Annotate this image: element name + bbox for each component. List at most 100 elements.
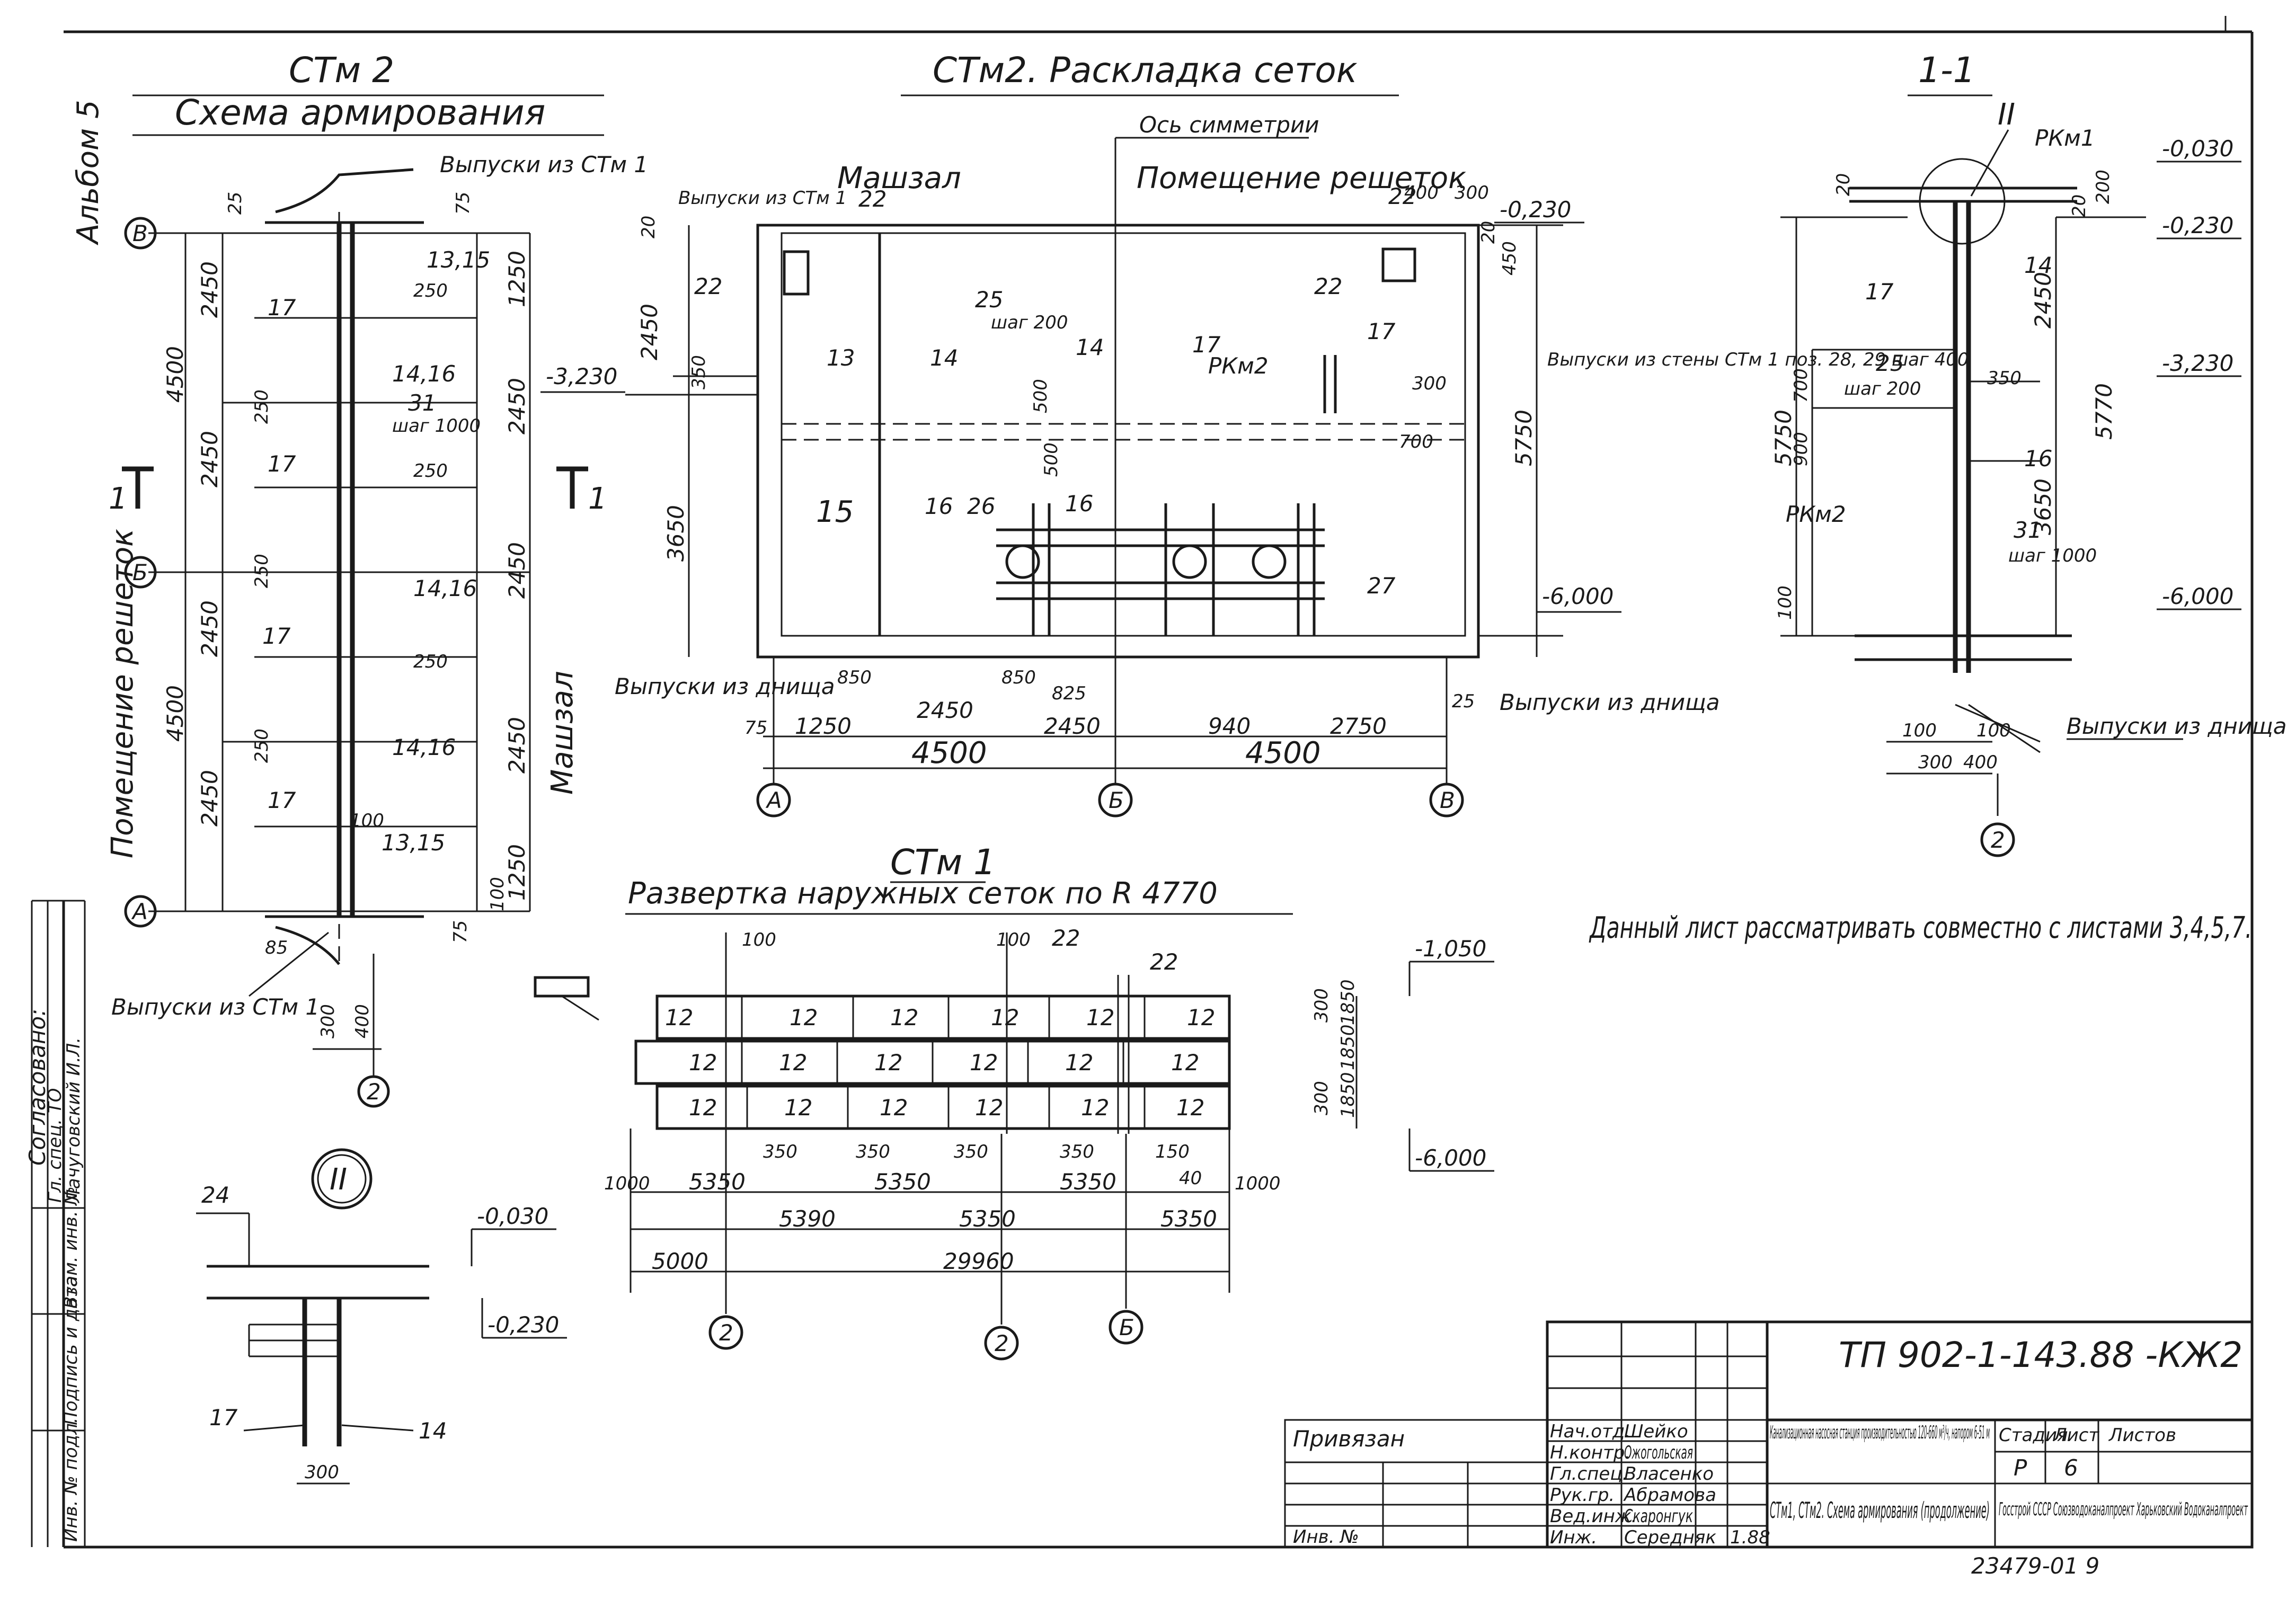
unfold-total-0: 5000 — [652, 1248, 708, 1274]
tb-date: 1.88 — [1730, 1527, 1770, 1548]
scheme-dim-right-3: 2450 — [504, 717, 530, 774]
layout-level-1: -3,230 — [546, 363, 617, 389]
layout-mark-6: 14 — [1076, 334, 1104, 360]
layout-bdim-9: 25 — [1452, 691, 1475, 712]
unfold-sdim-4: 150 — [1155, 1141, 1190, 1162]
unfold-mark-2: 22 — [1052, 925, 1080, 951]
scheme-dim-right-0: 1250 — [504, 251, 530, 307]
scheme-sdim-8: 100 — [350, 810, 384, 831]
layout-mark-4: 13 — [827, 345, 855, 371]
scheme-dim-left-1: 4500 — [162, 685, 188, 742]
layout-vypuski-dnishcha-r: Выпуски из днища — [1500, 689, 1719, 715]
layout-mark-5: 14 — [930, 345, 958, 371]
section-dim-7: 900 — [1790, 432, 1812, 466]
sheet-note: Данный лист рассматривать совместно с ли… — [1589, 911, 2252, 945]
tb-list: 6 — [2064, 1455, 2078, 1481]
unfold-panel-r3-0: 12 — [689, 1095, 717, 1121]
scheme-mark-8: 14,16 — [392, 734, 456, 760]
section-level-1: -0,230 — [2162, 212, 2233, 238]
node-level-0: -0,030 — [477, 1203, 548, 1229]
layout-vdim-12: 300 — [1455, 182, 1489, 203]
tb-org: Госстрой СССР Союзводоканалпроект Харько… — [1999, 1499, 2248, 1520]
unfold-panel-r2-3: 12 — [970, 1050, 998, 1076]
layout-mark-9: 17 — [1367, 318, 1396, 344]
section-dim-11: 100 — [1902, 720, 1937, 741]
tb-privyazan: Привязан — [1293, 1426, 1405, 1452]
layout-mashzal: Машзал — [837, 161, 961, 196]
scheme-dim-left-5: 2450 — [197, 770, 223, 827]
title-block: Привязан Инв. № ТП 902-1-143.88 -КЖ2 Нач… — [1284, 1320, 2254, 1579]
unfold-rdim-4: 300 — [1311, 1081, 1332, 1115]
unfold-panel-r1-4: 12 — [1086, 1005, 1114, 1030]
section-dim-10: 100 — [1775, 585, 1796, 620]
stamp-gl-spec-name: Лачуговский И.Л. — [63, 1037, 84, 1204]
layout-vdim-11: 400 — [1404, 182, 1439, 203]
section-dim-2: 200 — [2093, 170, 2114, 204]
tb-archive: 23479-01 9 — [1971, 1553, 2099, 1579]
layout-bdim-0: 75 — [744, 717, 767, 739]
scheme-mark-6: 14,16 — [413, 575, 477, 601]
unfold-mark-1: 100 — [996, 929, 1031, 950]
layout-level-2: -6,000 — [1542, 583, 1614, 609]
view-node: II 24 -0,030 -0,230 17 14 300 — [196, 1148, 567, 1485]
layout-vdim-4: 5750 — [1511, 410, 1537, 466]
unfold-panel-r2-2: 12 — [874, 1050, 902, 1076]
unfold-title: СТм 1 — [890, 842, 996, 883]
tb-name-3: Абрамова — [1623, 1485, 1716, 1506]
unfold-panel-r1-1: 12 — [790, 1005, 818, 1030]
node-mark-0: 24 — [201, 1182, 229, 1208]
node-mark-1: 17 — [209, 1405, 238, 1431]
tb-name-4: Скаронгук — [1624, 1506, 1693, 1527]
section-node-mark: II — [1998, 97, 2015, 132]
unfold-bdim-b-1: 5350 — [959, 1206, 1016, 1232]
unfold-axis-1: 2 — [995, 1330, 1009, 1356]
scheme-sdim-7: 250 — [251, 729, 272, 763]
tb-role-3: Рук.гр. — [1550, 1485, 1615, 1506]
tb-sheet-title: СТм1, СТм2. Схема армирования (продолжен… — [1770, 1497, 1990, 1523]
layout-mark-0: 22 — [858, 186, 887, 212]
layout-axis-b: Б — [1109, 787, 1124, 813]
layout-mark-14: 27 — [1367, 573, 1396, 599]
scheme-mark-0: 13,15 — [427, 247, 490, 273]
scheme-mashzal: Машзал — [545, 671, 580, 795]
scheme-dim-left-2: 2450 — [197, 261, 223, 318]
scheme-axis-b: Б — [132, 559, 148, 585]
layout-mark-10: 15 — [816, 495, 854, 529]
layout-vdim-6: 500 — [1041, 442, 1062, 477]
unfold-panel-r2-1: 12 — [779, 1050, 807, 1076]
scheme-title: СТм 2 — [289, 50, 394, 91]
layout-mark-3: 22 — [1314, 273, 1342, 299]
section-axis-2: 2 — [1991, 827, 2005, 853]
unfold-panel-r1-3: 12 — [991, 1005, 1019, 1030]
section-dim-0: 20 — [1833, 173, 1854, 196]
scheme-sdim-4: 250 — [413, 460, 448, 482]
scheme-sdim-2: 250 — [413, 280, 448, 301]
layout-bdim-11: 4500 — [1245, 736, 1321, 770]
layout-mark-13: 16 — [1065, 491, 1093, 517]
unfold-panel-r1-5: 12 — [1187, 1005, 1215, 1030]
section-mark-7: 31 — [2014, 517, 2042, 543]
tb-listov-h: Листов — [2108, 1425, 2176, 1446]
section-dim-1: 20 — [2069, 194, 2090, 217]
layout-vypuski-stm1: Выпуски из СТм 1 — [678, 188, 847, 209]
unfold-total-1: 29960 — [943, 1248, 1014, 1274]
scheme-mark-1: 17 — [268, 295, 296, 321]
layout-mark-12: 26 — [967, 493, 995, 519]
scheme-sdim-0: 25 — [225, 192, 246, 215]
layout-level-0: -0,230 — [1500, 197, 1571, 223]
layout-vdim-5: 500 — [1030, 379, 1051, 413]
unfold-panel-r1-2: 12 — [890, 1005, 918, 1030]
unfold-axis-0: 2 — [719, 1320, 733, 1346]
layout-vypuski-steny: Выпуски из стены СТм 1 поз. 28, 29 шаг 4… — [1547, 349, 1969, 370]
section-dim-3: 2450 — [2030, 272, 2056, 328]
tb-role-4: Вед.инж. — [1550, 1506, 1637, 1527]
unfold-bdim-a-3: 5350 — [1060, 1169, 1116, 1195]
scheme-dim-left-0: 4500 — [162, 346, 188, 403]
unfold-panel-r2-5: 12 — [1171, 1050, 1199, 1076]
layout-bdim-10: 4500 — [911, 736, 987, 770]
node-title: II — [330, 1162, 347, 1197]
tb-project: Канализационная насосная станция произво… — [1770, 1422, 1990, 1443]
scheme-vypuski-bottom: Выпуски из СТм 1 — [111, 994, 320, 1020]
section-level-0: -0,030 — [2162, 136, 2233, 162]
layout-vdim-9: 20 — [1478, 221, 1499, 244]
